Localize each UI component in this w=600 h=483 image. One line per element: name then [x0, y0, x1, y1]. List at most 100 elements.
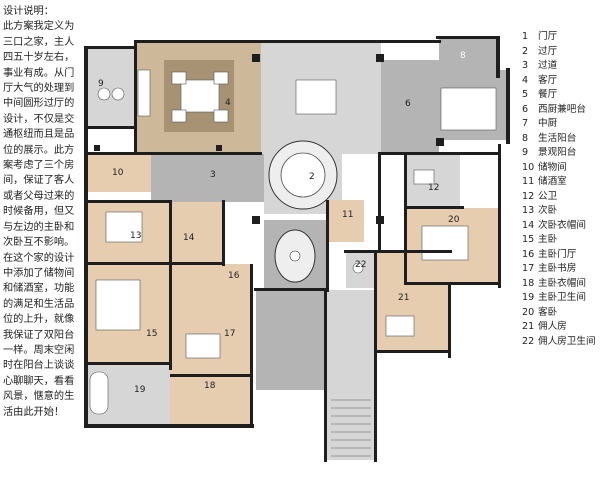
elevator-core — [256, 290, 326, 390]
legend-number: 21 — [522, 321, 535, 332]
room-label-9: 9 — [98, 79, 104, 89]
legend-number: 18 — [522, 277, 535, 289]
legend-label: 主卧 — [538, 234, 558, 245]
room-label-2: 2 — [309, 172, 315, 182]
room-6-floor — [381, 60, 439, 154]
legend-label: 过厅 — [538, 45, 558, 57]
legend-number: 7 — [522, 118, 529, 129]
description-line: 的满足和生活品 — [3, 298, 75, 310]
legend-number: 19 — [522, 292, 535, 303]
description-line: 通枢纽而且是品 — [3, 129, 75, 141]
legend-item: 4 客厅 — [522, 74, 598, 89]
legend-label: 主卧卫生间 — [538, 292, 586, 303]
room-8-floor — [439, 38, 499, 70]
room-16-floor — [170, 264, 252, 324]
legend-label: 次卧 — [538, 205, 558, 216]
description-line: 中添加了储物间 — [3, 267, 75, 279]
room-11-floor — [329, 200, 364, 242]
room-label-1: 1 — [291, 253, 297, 263]
description-line: 三口之家，主人 — [3, 36, 75, 48]
legend-label: 储酒室 — [538, 176, 567, 187]
legend-label: 过道 — [538, 60, 558, 71]
room-label-16: 16 — [228, 271, 240, 281]
legend-label: 佣人房 — [538, 321, 567, 332]
legend-number: 9 — [522, 147, 529, 158]
room-21-floor — [376, 252, 448, 352]
legend-label: 主卧书房 — [538, 263, 577, 274]
legend-label: 佣人房卫生间 — [538, 335, 596, 347]
room-label-14: 14 — [183, 233, 195, 243]
room-label-22: 22 — [355, 260, 366, 270]
room-18-floor — [170, 376, 252, 426]
legend-item: 8 生活阳台 — [522, 132, 598, 147]
description-line: 位的上升，就像 — [3, 314, 75, 326]
legend-number: 20 — [522, 306, 535, 318]
legend-label: 客厅 — [538, 74, 558, 86]
description-body: 此方案我定义为三口之家，主人四五十岁左右，事业有成。从门厅大气的处理到中间圆形过… — [3, 19, 77, 420]
description-line: 四五十岁左右， — [3, 52, 75, 64]
description-line: 风景，惬意的生 — [3, 391, 75, 403]
description-line: 位的展示。此方 — [3, 144, 75, 156]
description-line: 设计，不仅是交 — [3, 113, 75, 125]
description-line: 在这个家的设计 — [3, 252, 75, 264]
description-title: 设计说明： — [3, 6, 54, 17]
description-line: 事业有成。从门 — [3, 67, 75, 79]
description-line: 时在阳台上谈谈 — [3, 360, 75, 372]
legend-number: 16 — [522, 248, 535, 260]
legend-item: 9 景观阳台 — [522, 146, 598, 161]
description-line: 此方案我定义为 — [3, 21, 75, 33]
description-line: 次卧互不影响。 — [3, 237, 75, 249]
room-label-21: 21 — [398, 293, 409, 303]
legend-label: 次卧衣帽间 — [538, 219, 586, 231]
furniture — [89, 69, 497, 415]
room-label-3: 3 — [210, 170, 216, 180]
legend-label: 主卧门厅 — [538, 248, 577, 260]
room-label-10: 10 — [112, 168, 124, 178]
room-10-floor — [88, 154, 151, 192]
legend-number: 4 — [522, 74, 529, 86]
room-label-20: 20 — [448, 215, 460, 225]
description-line: 我保证了双阳台 — [3, 329, 75, 341]
legend-number: 12 — [522, 190, 535, 202]
design-description: 设计说明： 此方案我定义为三口之家，主人四五十岁左右， 事业有成。从门厅大气的处理… — [3, 4, 77, 420]
legend-label: 西厨兼吧台 — [538, 103, 586, 115]
legend-label: 储物间 — [538, 161, 567, 173]
legend-number: 17 — [522, 263, 535, 274]
description-line: 与左边的主卧和 — [3, 221, 75, 233]
description-line: 一样。周末空闲 — [3, 344, 75, 356]
description-line: 案考虑了三个房 — [3, 160, 75, 172]
legend-item: 7 中厨 — [522, 117, 598, 132]
walls — [84, 36, 510, 462]
description-line: 厅大气的处理到 — [3, 83, 75, 95]
legend-number: 22 — [522, 335, 535, 347]
description-line: 时候备用，但又 — [3, 206, 75, 218]
stair-treads — [331, 399, 371, 457]
room-label-11: 11 — [342, 210, 353, 220]
room-label-12: 12 — [428, 183, 439, 193]
room-label-4: 4 — [225, 98, 231, 108]
legend-label: 景观阳台 — [538, 147, 577, 158]
room-14-floor — [170, 202, 222, 264]
description-line: 和储酒室，功能 — [3, 283, 75, 295]
entry-table — [289, 250, 301, 262]
legend-number: 8 — [522, 132, 529, 144]
legend-label: 中厨 — [538, 118, 558, 129]
legend-label: 生活阳台 — [538, 132, 577, 144]
legend-number: 14 — [522, 219, 535, 231]
